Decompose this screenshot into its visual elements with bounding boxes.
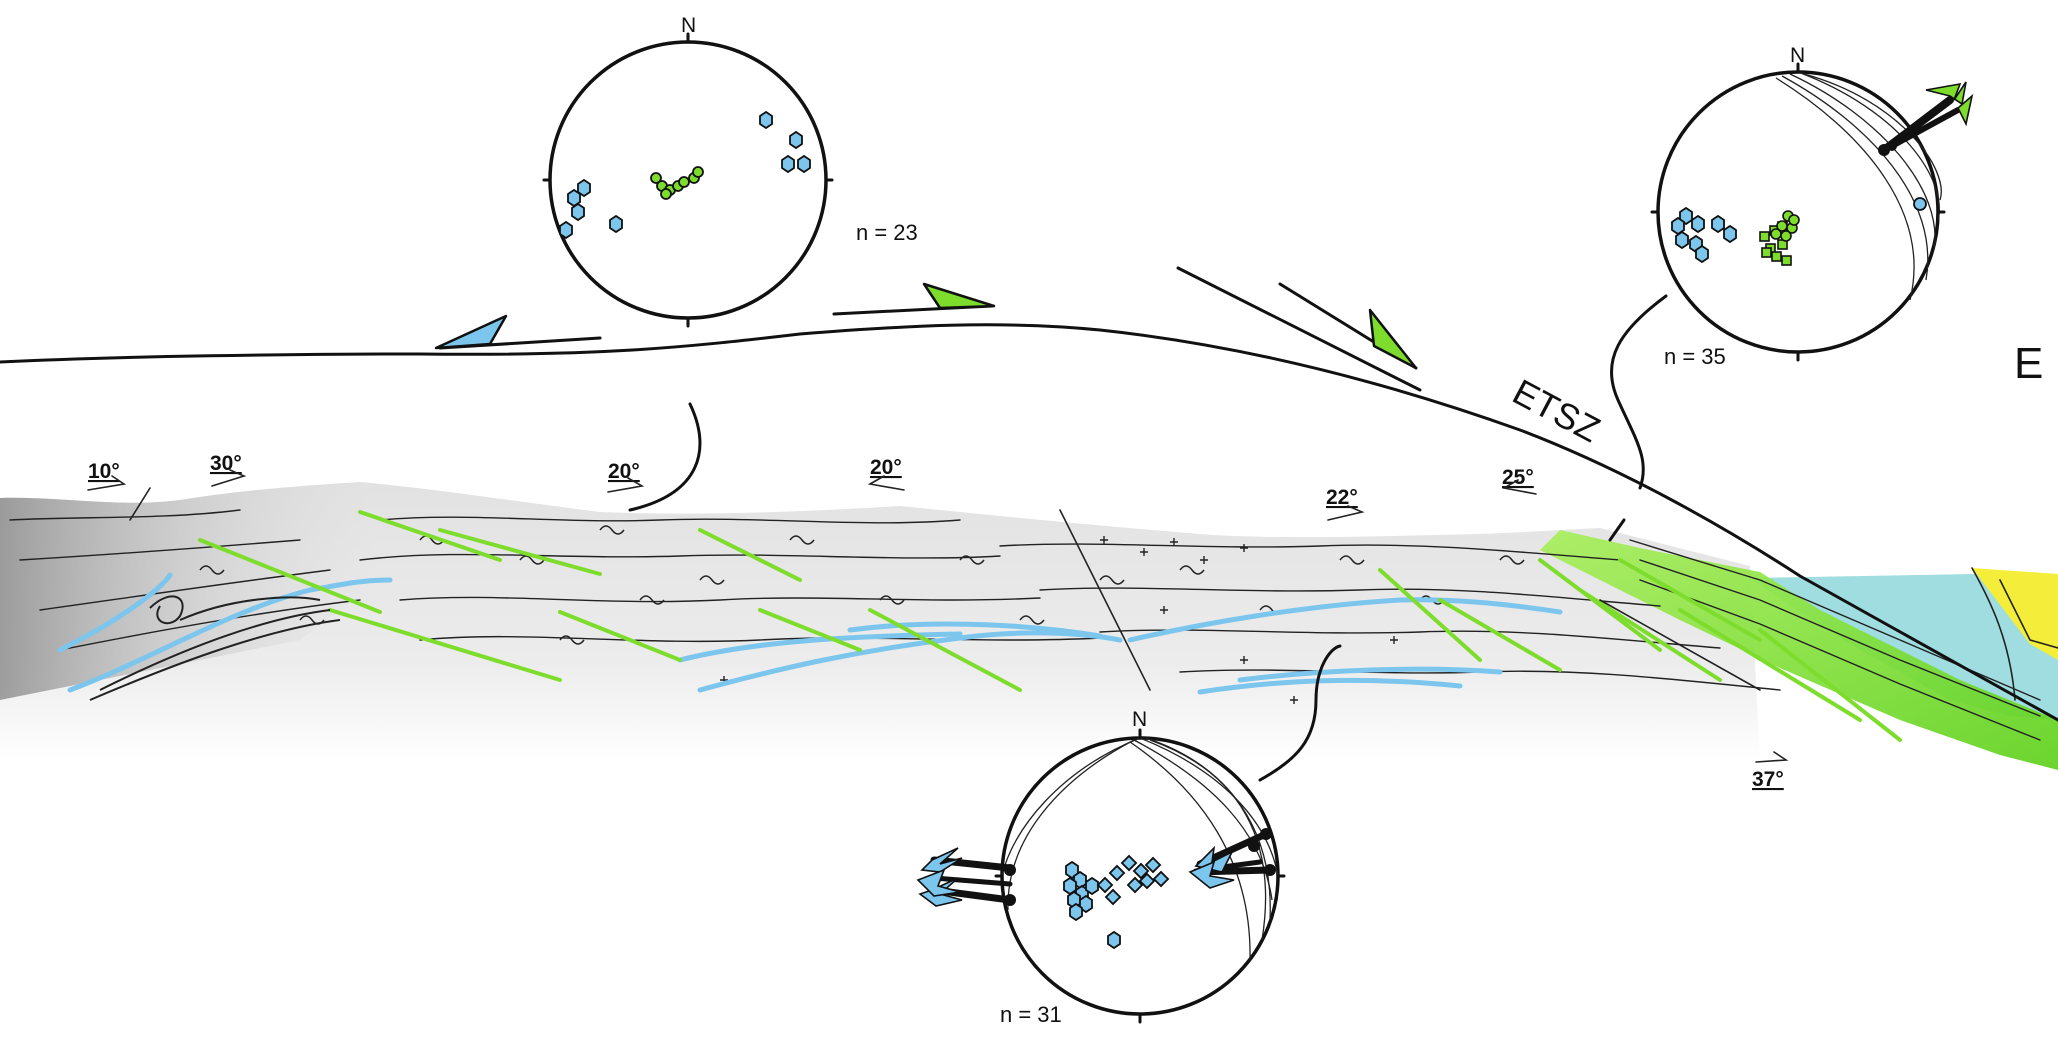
plus-marks [720, 536, 1398, 704]
basin-fill [1750, 567, 2058, 720]
poles-green-top [650, 166, 704, 200]
svg-text:25°: 25° [1502, 466, 1534, 489]
svg-text:10°: 10° [88, 460, 120, 483]
stereonet-bottom: N n = 31 [916, 708, 1286, 1027]
fault-trace-branch [1176, 266, 1422, 392]
poles-blue-bottom [1063, 854, 1170, 950]
green-veins [198, 510, 1902, 742]
svg-text:N: N [1790, 44, 1805, 67]
stereonet-right: N n = 35 [1650, 44, 1974, 369]
svg-text:22°: 22° [1326, 486, 1358, 509]
dip-symbol-3: 20° [607, 460, 645, 493]
leader-top [628, 402, 702, 512]
lineation-arrows-bottom-left [916, 847, 1016, 907]
dip-symbol-5: 22° [1326, 486, 1365, 521]
leader-bottom [1258, 644, 1342, 782]
poles-blue-top [559, 110, 811, 240]
poles-green-right [1759, 210, 1800, 266]
dip-symbol-7: 37° [1752, 751, 1789, 791]
dip-symbol-2: 30° [210, 452, 247, 487]
dip-symbol-6: 25° [1501, 466, 1537, 495]
internal-faults [129, 487, 1761, 691]
dip-symbol-1: 10° [87, 460, 127, 491]
svg-text:n = 35: n = 35 [1664, 344, 1726, 369]
fault-trace-main [0, 323, 2058, 722]
svg-text:20°: 20° [870, 456, 902, 479]
svg-text:37°: 37° [1752, 768, 1784, 791]
svg-text:n = 31: n = 31 [1000, 1002, 1062, 1027]
shear-sense-right [832, 282, 996, 316]
svg-text:N: N [681, 14, 696, 37]
svg-text:N: N [1132, 708, 1147, 731]
shear-sense-branch [1368, 308, 1418, 370]
leader-tick [1608, 518, 1626, 542]
foliation-texture [9, 509, 2041, 741]
svg-text:n = 23: n = 23 [856, 220, 918, 245]
rock-body [0, 482, 1760, 760]
svg-text:30°: 30° [210, 452, 242, 475]
stereonet-top: N n = 23 [542, 14, 918, 328]
lineation-arrows-bottom-right [1188, 828, 1276, 889]
great-circles-right [1775, 71, 1942, 301]
dip-symbol-4: 20° [867, 456, 905, 491]
lineation-arrows-right [1878, 81, 1974, 156]
poles-blue-right [1671, 197, 1927, 264]
shear-sense-left [434, 314, 602, 350]
leader-right [1609, 294, 1668, 490]
blue-layers [57, 572, 1563, 695]
fold-structures [89, 595, 341, 701]
svg-text:20°: 20° [608, 460, 640, 483]
east-label: E [2014, 339, 2043, 388]
shear-zone-label: ETSZ [1506, 371, 1606, 450]
